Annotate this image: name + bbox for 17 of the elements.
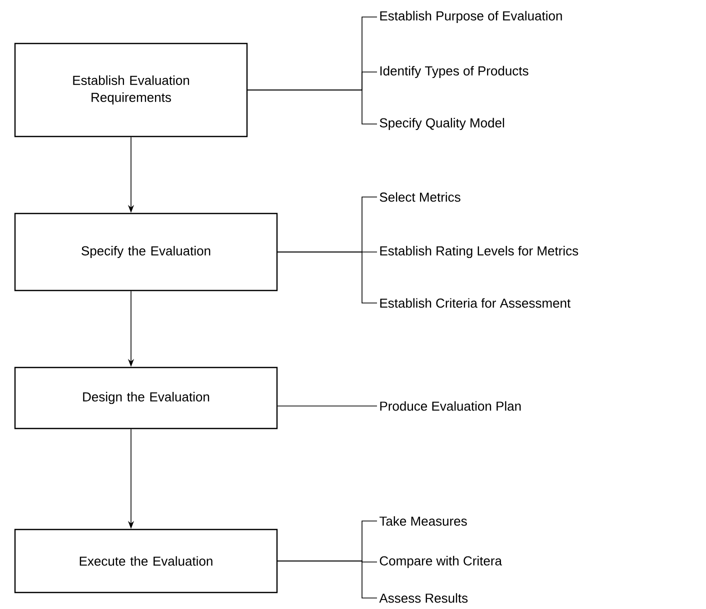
step-text: Take Measures <box>380 516 467 526</box>
step-text: Assess Results <box>379 593 468 603</box>
step-text: Produce Evaluation Plan <box>380 401 521 411</box>
connector-line <box>277 560 378 598</box>
process-box: Design the Evaluation <box>14 366 278 430</box>
step-text: Select Metrics <box>380 192 460 202</box>
connector-line <box>277 252 378 304</box>
step-text: Establish Purpose of Evaluation <box>380 10 562 24</box>
step-text: Specify Quality Model <box>380 118 504 130</box>
step-text: Establish Criteria for Assessment <box>380 298 571 308</box>
step-text: Compare with Critera <box>380 556 502 568</box>
process-box: Specify the Evaluation <box>14 212 278 292</box>
process-box: Execute the Evaluation <box>14 528 278 594</box>
process-box: Establish Evaluation Requirements <box>14 42 248 138</box>
step-text: Identify Types of Products <box>380 66 528 78</box>
connector-line <box>247 90 378 124</box>
step-text: Establish Rating Levels for Metrics <box>380 246 578 258</box>
